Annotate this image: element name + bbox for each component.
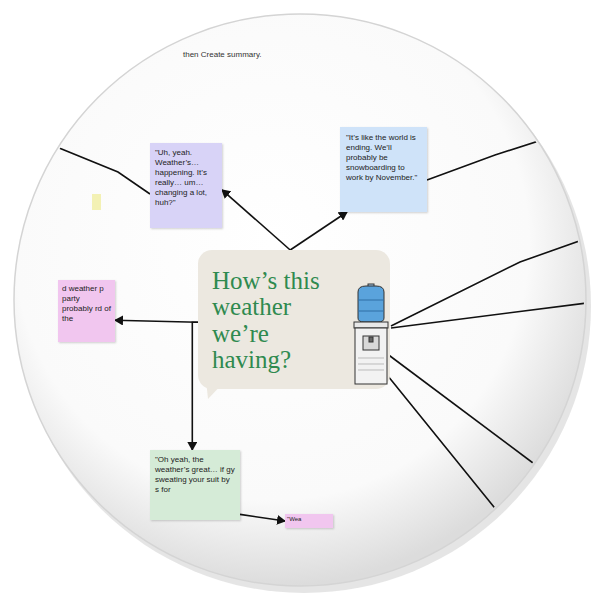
water-bottle (358, 286, 384, 322)
sticky-note: "Uh, yeah. Weather’s… happening. It’s re… (150, 143, 222, 228)
arrow-connector (115, 320, 198, 322)
note-text: "Wea (287, 516, 331, 524)
panel-line (358, 364, 384, 365)
branch-line (375, 360, 560, 600)
arrow-connector (222, 190, 290, 250)
sticky-note-edge (92, 194, 101, 210)
note-text: d weather p party probably rd of the (62, 284, 111, 324)
sticky-note: "Wea (285, 514, 333, 528)
branch-lines (10, 118, 600, 600)
branch-line (391, 230, 600, 326)
panel-line (358, 358, 384, 359)
branch-line (427, 118, 600, 180)
cooler-body (355, 328, 387, 384)
note-text: "It’s like the world is ending. We’ll pr… (346, 133, 421, 183)
tap-recess (363, 336, 379, 350)
sticky-note: "Oh yeah, the weather’s great… if gy swe… (150, 450, 240, 520)
question-text: How’s this weather we’re having? (212, 268, 342, 373)
bottle-ridge (358, 311, 384, 312)
bottle-ridge (358, 300, 384, 301)
note-text: "Oh yeah, the weather’s great… if gy swe… (155, 455, 235, 495)
pin-face (14, 14, 586, 586)
arrow-connector (240, 514, 285, 521)
branch-line (382, 350, 545, 472)
sticky-note: "It’s like the world is ending. We’ll pr… (340, 127, 427, 212)
tap (369, 337, 373, 342)
note-text: "Uh, yeah. Weather’s… happening. It’s re… (155, 148, 217, 208)
branch-line (10, 128, 150, 194)
arrow-connector (290, 212, 347, 250)
branch-line (391, 300, 600, 328)
note-text: then Create summary. (183, 50, 262, 59)
panel-line (358, 370, 384, 371)
cooler-top (354, 322, 388, 328)
sticky-note: d weather p party probably rd of the (58, 280, 115, 342)
